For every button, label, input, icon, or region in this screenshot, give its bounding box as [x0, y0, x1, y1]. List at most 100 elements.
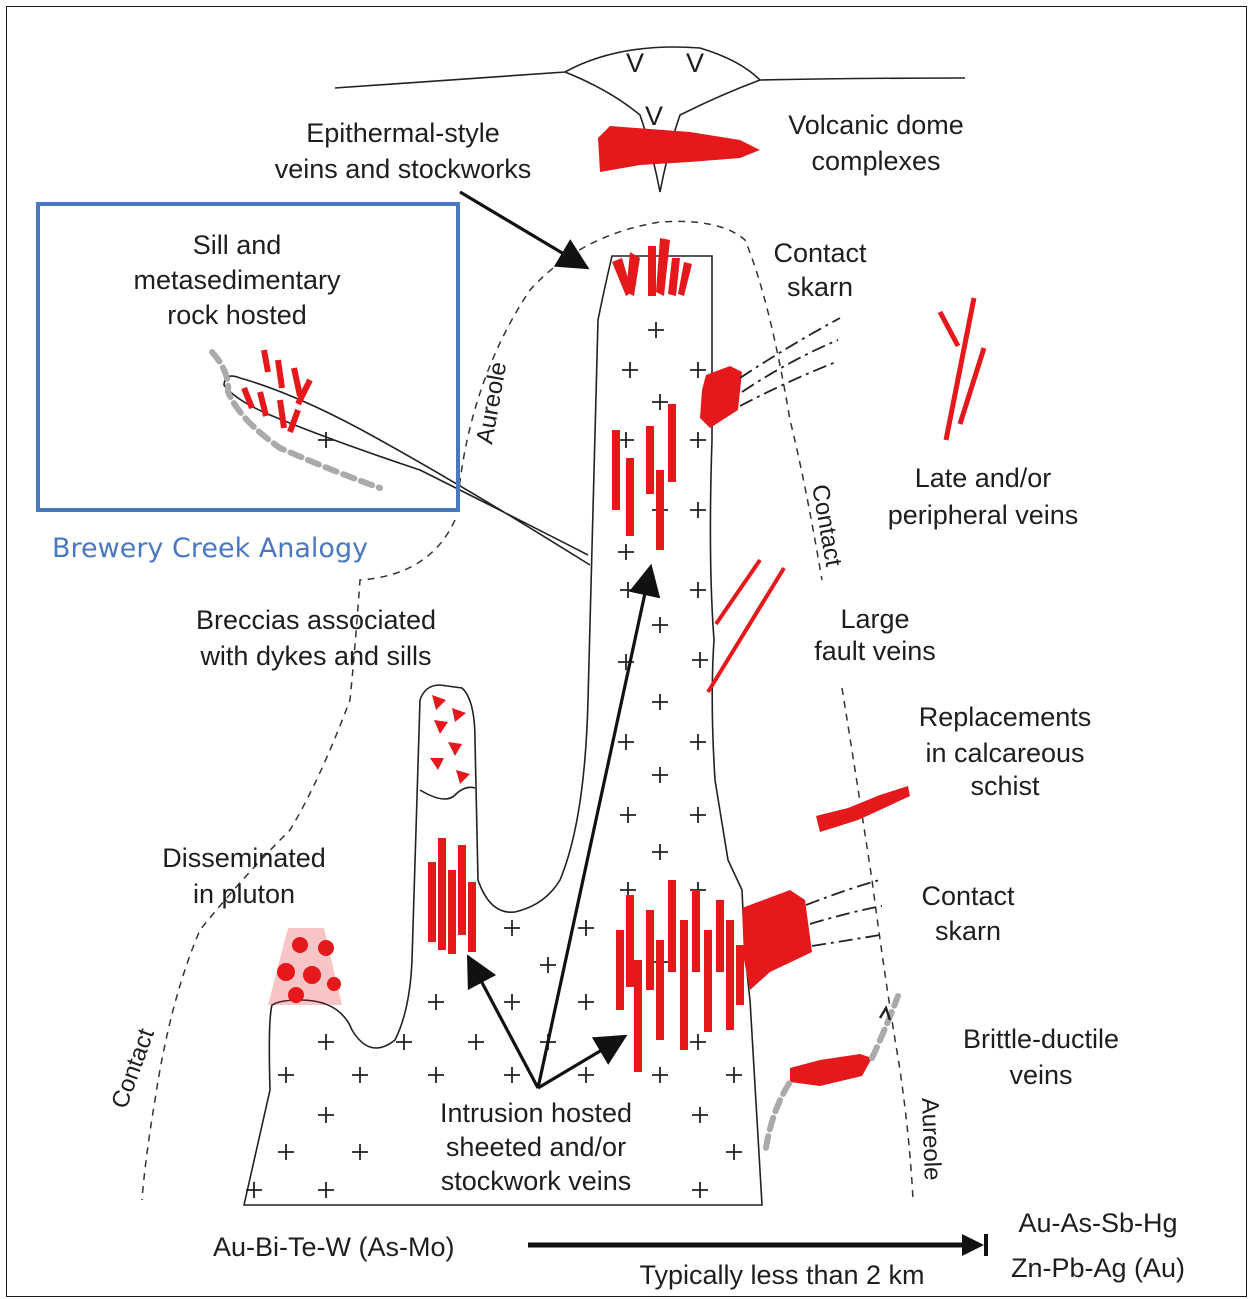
skarn-upper-contacts — [740, 318, 840, 406]
granite-plus-mark — [690, 502, 706, 518]
granite-plus-mark — [618, 432, 634, 448]
granite-plus-mark — [504, 1067, 520, 1083]
granite-plus-mark — [690, 432, 706, 448]
granite-plus-mark — [578, 994, 594, 1010]
granite-plus-mark — [318, 1182, 334, 1198]
granite-plus-mark — [504, 920, 520, 936]
zonation-arrow — [528, 1234, 986, 1256]
right-assemblage-1: Au-As-Sb-Hg — [1018, 1208, 1177, 1238]
replacement-ore — [816, 786, 910, 832]
label-epithermal-1: Epithermal-style — [306, 118, 500, 148]
granite-plus-mark — [352, 1067, 368, 1083]
left-assemblage: Au-Bi-Te-W (As-Mo) — [213, 1232, 455, 1262]
late-peripheral-veins — [940, 298, 984, 440]
breccia-fragments — [430, 695, 470, 784]
label-late-veins-2: peripheral veins — [888, 500, 1079, 530]
aureole-boundary — [458, 221, 822, 580]
granite-plus-mark — [468, 1034, 484, 1050]
granite-plus-mark — [652, 617, 668, 633]
granite-plus-mark — [578, 920, 594, 936]
volcano-v-mark: V — [626, 48, 644, 78]
label-contact-skarn-bottom-1: Contact — [921, 881, 1015, 911]
granite-plus-mark — [726, 1067, 742, 1083]
granite-plus-mark — [652, 394, 668, 410]
granite-plus-mark — [690, 734, 706, 750]
apex-stockwork — [612, 238, 692, 296]
granite-plus-mark — [618, 734, 634, 750]
disseminated-ore — [268, 928, 342, 1005]
label-replacements-2: in calcareous — [925, 738, 1084, 768]
pluton-plus-pattern — [246, 322, 742, 1198]
label-intrusion-1: Intrusion hosted — [440, 1098, 632, 1128]
granite-plus-mark — [652, 844, 668, 860]
granite-plus-mark — [278, 1144, 294, 1160]
label-sill-3: rock hosted — [167, 300, 307, 330]
granite-plus-mark — [428, 1067, 444, 1083]
granite-plus-mark — [620, 807, 636, 823]
granite-plus-mark — [618, 544, 634, 560]
label-late-veins-1: Late and/or — [915, 463, 1052, 493]
volcanic-dome-ore — [598, 126, 760, 172]
label-epithermal-2: veins and stockworks — [275, 154, 532, 184]
label-intrusion-2: sheeted and/or — [446, 1132, 626, 1162]
intrusion-sheeted-veins-upper — [612, 404, 676, 550]
distance-label: Typically less than 2 km — [639, 1260, 924, 1290]
label-disseminated-1: Disseminated — [162, 843, 326, 873]
granite-plus-mark — [690, 807, 706, 823]
granite-plus-mark — [690, 362, 706, 378]
label-sill-2: metasedimentary — [133, 265, 341, 295]
breccia-divider — [420, 787, 475, 799]
label-large-fault-2: fault veins — [814, 636, 936, 666]
intrusion-sheeted-veins-lower — [616, 880, 744, 1072]
label-contact-skarn-top-1: Contact — [773, 238, 867, 268]
label-large-fault-1: Large — [840, 604, 909, 634]
label-sill-1: Sill and — [193, 230, 282, 260]
large-fault-veins — [708, 560, 784, 692]
granite-plus-mark — [652, 694, 668, 710]
label-aureole-lower: Aureole — [916, 1097, 946, 1181]
granite-plus-mark — [318, 1034, 334, 1050]
granite-plus-mark — [428, 994, 444, 1010]
label-breccias-2: with dykes and sills — [199, 641, 431, 671]
label-replacements-1: Replacements — [919, 702, 1092, 732]
granite-plus-mark — [692, 1107, 708, 1123]
label-breccias-1: Breccias associated — [196, 605, 436, 635]
granite-plus-mark — [578, 1067, 594, 1083]
granite-plus-mark — [352, 1144, 368, 1160]
skarn-lower-contacts — [806, 880, 882, 946]
label-contact-skarn-top-2: skarn — [787, 272, 853, 302]
contact-skarn-upper-ore — [700, 366, 742, 428]
volcano-v-mark: V — [645, 101, 663, 131]
label-contact-left: Contact — [106, 1025, 160, 1112]
label-brittle-2: veins — [1009, 1060, 1072, 1090]
granite-plus-mark — [692, 1182, 708, 1198]
granite-plus-mark — [622, 362, 638, 378]
granite-plus-mark — [690, 582, 706, 598]
granite-plus-mark — [540, 957, 556, 973]
brittle-ductile-ore — [790, 1054, 872, 1086]
granite-plus-mark — [726, 1144, 742, 1160]
aureole-boundary — [842, 688, 913, 1200]
label-brittle-1: Brittle-ductile — [963, 1024, 1119, 1054]
label-volcanic-1: Volcanic dome — [788, 110, 964, 140]
granite-plus-mark — [690, 1034, 706, 1050]
granite-plus-mark — [692, 652, 708, 668]
label-replacements-3: schist — [970, 771, 1040, 801]
volcano-v-mark: V — [686, 48, 704, 78]
granite-plus-mark — [504, 994, 520, 1010]
granite-plus-mark — [652, 767, 668, 783]
granite-plus-mark — [278, 1067, 294, 1083]
contact-skarn-lower-ore — [742, 890, 812, 990]
label-disseminated-2: in pluton — [193, 879, 295, 909]
granite-plus-mark — [652, 1067, 668, 1083]
label-contact-skarn-bottom-2: skarn — [935, 916, 1001, 946]
label-volcanic-2: complexes — [811, 146, 940, 176]
analogy-caption: Brewery Creek Analogy — [52, 533, 368, 564]
granite-plus-mark — [318, 1107, 334, 1123]
right-assemblage-2: Zn-Pb-Ag (Au) — [1011, 1253, 1185, 1283]
granite-plus-mark — [620, 582, 636, 598]
label-aureole-upper: Aureole — [471, 360, 512, 446]
brittle-ductile-shear-arrow — [880, 1008, 890, 1020]
granite-plus-mark — [396, 1034, 412, 1050]
